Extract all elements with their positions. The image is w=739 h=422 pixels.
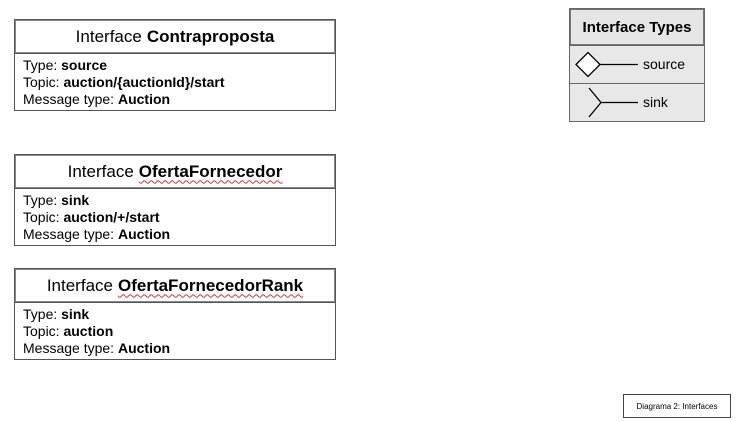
type-value: sink — [61, 192, 90, 208]
interface-body: Type: source Topic: auction/{auctionId}/… — [15, 54, 335, 110]
message-label: Message type: — [23, 226, 115, 242]
interface-name: OfertaFornecedor — [138, 161, 283, 181]
topic-row: Topic: auction — [23, 323, 327, 340]
topic-value: auction/+/start — [63, 209, 160, 225]
type-row: Type: sink — [23, 306, 327, 323]
interface-header: Interface Contraproposta — [15, 20, 335, 54]
message-value: Auction — [117, 340, 171, 356]
interface-body: Type: sink Topic: auction/+/start Messag… — [15, 189, 335, 245]
message-value: Auction — [117, 226, 171, 242]
interface-name: OfertaFornecedorRank — [117, 275, 304, 295]
type-row: Type: sink — [23, 192, 327, 209]
diamond-source-icon — [575, 51, 638, 78]
interface-types-legend: Interface Types source sink — [569, 8, 705, 122]
interface-prefix: Interface — [75, 26, 142, 46]
interface-ofertafornecedor: Interface OfertaFornecedor Type: sink To… — [14, 154, 336, 246]
legend-item-source: source — [570, 46, 704, 84]
type-label: Type: — [23, 306, 58, 322]
interface-header: Interface OfertaFornecedorRank — [15, 269, 335, 303]
topic-row: Topic: auction/{auctionId}/start — [23, 74, 327, 91]
type-row: Type: source — [23, 57, 327, 74]
topic-label: Topic: — [23, 74, 60, 90]
topic-label: Topic: — [23, 323, 60, 339]
interface-body: Type: sink Topic: auction Message type: … — [15, 303, 335, 359]
diagram-caption: Diagrama 2: Interfaces — [623, 394, 731, 418]
interface-name: Contraproposta — [146, 26, 275, 46]
interface-header: Interface OfertaFornecedor — [15, 155, 335, 189]
legend-label-source: source — [643, 56, 686, 72]
message-row: Message type: Auction — [23, 91, 327, 108]
legend-label-sink: sink — [643, 94, 668, 110]
interface-contraproposta: Interface Contraproposta Type: source To… — [14, 19, 336, 111]
topic-label: Topic: — [23, 209, 60, 225]
message-row: Message type: Auction — [23, 226, 327, 243]
topic-row: Topic: auction/+/start — [23, 209, 327, 226]
type-label: Type: — [23, 57, 58, 73]
topic-value: auction — [63, 323, 114, 339]
message-label: Message type: — [23, 91, 115, 107]
interface-ofertafornecedorrank: Interface OfertaFornecedorRank Type: sin… — [14, 268, 336, 360]
type-value: sink — [61, 306, 90, 322]
legend-item-sink: sink — [570, 84, 704, 121]
type-value: source — [61, 57, 108, 73]
message-row: Message type: Auction — [23, 340, 327, 357]
message-label: Message type: — [23, 340, 115, 356]
type-label: Type: — [23, 192, 58, 208]
interface-prefix: Interface — [67, 161, 134, 181]
message-value: Auction — [117, 91, 171, 107]
chevron-sink-icon — [588, 87, 638, 118]
topic-value: auction/{auctionId}/start — [63, 74, 225, 90]
interface-prefix: Interface — [46, 275, 113, 295]
legend-title: Interface Types — [570, 9, 704, 46]
